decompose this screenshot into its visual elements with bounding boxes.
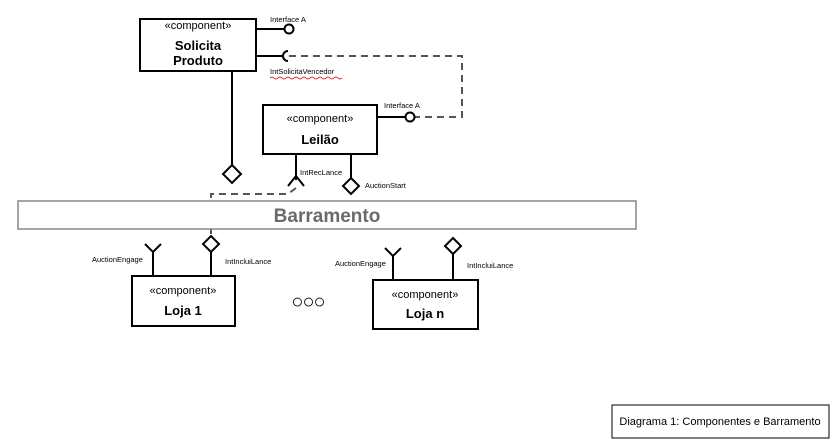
- ellipsis: ○○○: [291, 291, 324, 313]
- caption-text: Diagrama 1: Componentes e Barramento: [619, 416, 820, 428]
- int-solicita-vencedor-label: IntSolicitaVencedor: [270, 67, 335, 76]
- lojan-port: IntIncluiLance: [443, 236, 513, 280]
- solicita-provided-interface: Interface A: [256, 15, 306, 35]
- solicita-required-interface: IntSolicitaVencedor: [256, 50, 343, 80]
- solicita-interface-a-label: Interface A: [270, 15, 306, 24]
- diagram-caption: Diagrama 1: Componentes e Barramento: [611, 404, 830, 439]
- leilao-name: Leilão: [301, 132, 339, 147]
- lollipop-icon: [283, 23, 295, 35]
- port-diamond-icon: [443, 236, 463, 256]
- solicita-name-line2: Produto: [173, 53, 223, 68]
- int-rec-lance-label: IntRecLance: [300, 168, 342, 177]
- loja1-port: IntIncluiLance: [201, 234, 271, 276]
- lojan-stereotype: «component»: [392, 289, 459, 301]
- component-leilao: «component» Leilão: [262, 104, 378, 155]
- dashed-connector-solicita-leilao: [289, 55, 463, 118]
- solicita-name-line1: Solicita: [175, 38, 222, 53]
- lojan-int-inclui-lance-label: IntIncluiLance: [467, 261, 513, 270]
- lollipop-icon: [404, 111, 416, 123]
- loja1-stereotype: «component»: [150, 285, 217, 297]
- leilao-required-interface: IntRecLance: [287, 154, 342, 187]
- component-loja-1: «component» Loja 1: [131, 275, 236, 327]
- lojan-box: [372, 279, 479, 330]
- lojan-name: Loja n: [406, 306, 444, 321]
- socket-icon: [384, 247, 402, 258]
- solicita-bus-connector: [221, 71, 243, 185]
- loja1-int-inclui-lance-label: IntIncluiLance: [225, 257, 271, 266]
- socket-icon: [287, 174, 305, 187]
- spellcheck-underline: [269, 76, 343, 80]
- bus-label: Barramento: [274, 206, 381, 227]
- leilao-auction-start-port: AuctionStart: [341, 154, 407, 196]
- socket-icon: [144, 243, 162, 254]
- port-diamond-icon: [341, 176, 361, 196]
- bus-box: [17, 200, 637, 230]
- port-diamond-icon: [201, 234, 221, 254]
- leilao-stereotype: «component»: [287, 113, 354, 125]
- loja1-required-interface: AuctionEngage: [92, 243, 162, 276]
- loja1-name: Loja 1: [164, 303, 202, 318]
- component-solicita-produto: «component» Solicita Produto: [139, 18, 257, 72]
- loja1-box: [131, 275, 236, 327]
- leilao-provided-interface: Interface A: [377, 101, 420, 123]
- auction-start-label: AuctionStart: [365, 181, 407, 190]
- component-loja-n: «component» Loja n: [372, 279, 479, 330]
- loja1-auction-engage-label: AuctionEngage: [92, 255, 143, 264]
- lojan-required-interface: AuctionEngage: [335, 247, 402, 280]
- leilao-interface-a-label: Interface A: [384, 101, 420, 110]
- bus-barramento: Barramento: [17, 200, 637, 230]
- leilao-box: [262, 104, 378, 155]
- solicita-produto-box: [139, 18, 257, 72]
- caption-box: [611, 404, 830, 439]
- solicita-stereotype: «component»: [165, 20, 232, 32]
- lojan-auction-engage-label: AuctionEngage: [335, 259, 386, 268]
- port-diamond-icon: [221, 163, 243, 185]
- socket-icon: [282, 50, 289, 62]
